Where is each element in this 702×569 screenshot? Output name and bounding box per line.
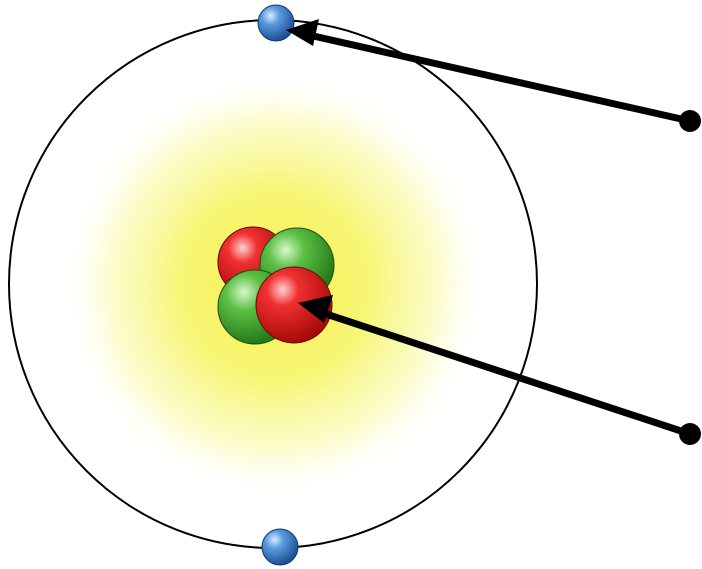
pointer-electron-line <box>296 29 694 125</box>
pointer-electron <box>286 19 701 132</box>
pointer-nucleus-line <box>316 308 694 438</box>
electron-bottom <box>261 528 299 566</box>
nucleus <box>217 226 335 345</box>
pointer-nucleus-dot <box>679 423 701 445</box>
pointer-electron-dot <box>679 110 701 132</box>
electron-top <box>257 4 295 42</box>
arrow-icon <box>286 19 319 46</box>
proton-front <box>255 266 333 344</box>
arrow-icon <box>298 295 333 323</box>
pointer-nucleus <box>298 295 701 445</box>
